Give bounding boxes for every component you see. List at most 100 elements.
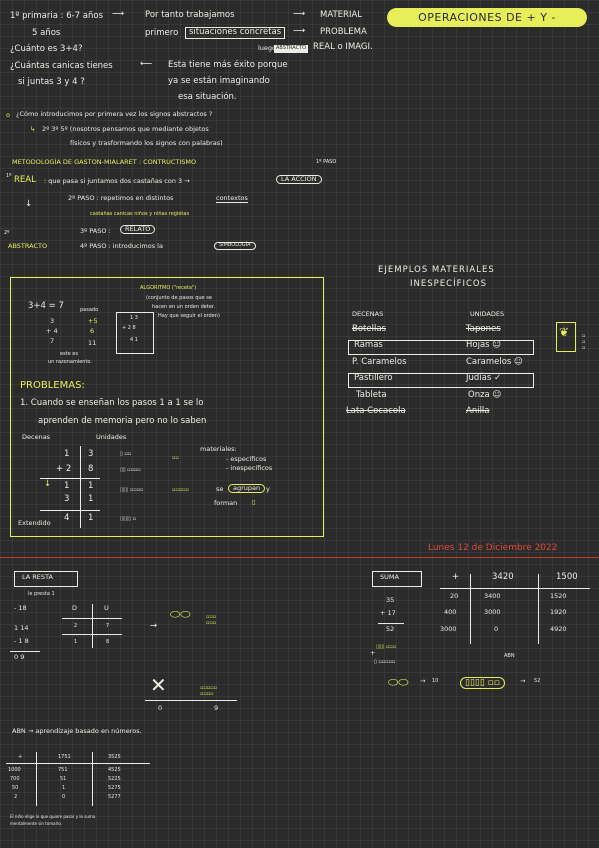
- arrow-down-icon: ↓: [25, 199, 33, 209]
- arrow-icon: →: [520, 677, 526, 685]
- resta-bottom-1: 9: [214, 704, 219, 712]
- real-label: REAL: [14, 175, 36, 185]
- especificos-label: - específicos: [226, 455, 267, 463]
- boxed-sum-0: 1 3: [130, 315, 138, 321]
- abn-header-1: 1751: [58, 754, 71, 760]
- block-icon: ▯▯▯ ▫▫▫▫: [120, 487, 144, 493]
- col-decenas: DECENAS: [352, 310, 384, 318]
- resta-du-0: 2: [74, 623, 78, 629]
- step1-num: 1º PASO: [316, 159, 337, 165]
- resta-du-2: 1: [74, 639, 78, 645]
- grid-left-4: 4: [64, 513, 70, 523]
- abn-header-2: 3525: [108, 754, 121, 760]
- pasado-label: pasado: [80, 307, 99, 313]
- unidades-label: Unidades: [96, 433, 127, 441]
- bullet-icon: o: [6, 111, 10, 119]
- resta-op-3: 0 9: [14, 653, 25, 661]
- algorithm-title: ALGORITMO ("receta"): [140, 285, 197, 291]
- col-a-0: 3: [50, 317, 55, 325]
- block-icon: ▯▯ ▫▫▫▫: [120, 467, 141, 473]
- step-num: 1º: [6, 173, 12, 179]
- examples-text: castañas canicas niños y niñas regletas: [90, 211, 190, 217]
- grid-right-0: 3: [88, 449, 94, 459]
- abn-note-2: mentalmente sin tomarlo.: [10, 821, 62, 826]
- abn-header-0: +: [18, 754, 23, 760]
- se-label: se: [216, 485, 224, 493]
- question-two-b: si juntas 3 y 4 ?: [18, 77, 85, 87]
- step-num: 2º: [4, 230, 10, 236]
- abn-row-1-0: 700: [10, 776, 20, 782]
- col-b-0: +5: [88, 317, 98, 325]
- col-unidades: UNIDADES: [470, 310, 505, 318]
- abn-row-0-1: 751: [58, 767, 68, 773]
- leaf-box: [556, 322, 576, 352]
- inespecificos-label: - inespecíficos: [226, 464, 273, 472]
- abn-note-1: El niño elige lo que quiere pasar y lo s…: [10, 814, 96, 819]
- problem-line-1: 1. Cuando se enseñan los pasos 1 a 1 se …: [20, 398, 204, 408]
- block-icon: ▫▫▫▫▫▫: [206, 614, 217, 626]
- grid-divider: [80, 446, 81, 528]
- material-row-5-d: Lata Cocacola: [346, 406, 406, 416]
- suma-vertical-0: 35: [386, 596, 395, 604]
- resta-divider: [92, 604, 93, 648]
- arrow-icon: →: [420, 677, 426, 685]
- algorithm-panel: [10, 277, 324, 537]
- suma-row-1-2: 1920: [550, 608, 567, 616]
- suma-result-left: 10: [432, 678, 439, 684]
- esta-line-1: Esta tiene más éxito porque: [168, 60, 288, 70]
- grid-right-3: 1: [88, 494, 94, 504]
- suma-row-2-2: 4920: [550, 625, 567, 633]
- resta-col-u: U: [104, 604, 109, 612]
- block-icon: ▫▫▫▫▫: [172, 487, 189, 493]
- suma-header-0: +: [452, 572, 460, 582]
- grid-left-3: 3: [64, 494, 70, 504]
- grid-left-2: 1: [64, 481, 70, 491]
- resta-line: [145, 700, 237, 701]
- abn-row-3-0: 2: [14, 794, 18, 800]
- algorithm-def-2: hacen en un orden deter.: [152, 304, 216, 310]
- resta-op-1: 1 14: [14, 624, 29, 632]
- esta-line-3: esa situación.: [178, 92, 237, 102]
- abn-row-0-0: 1000: [8, 767, 21, 773]
- suma-abn-label: ABN: [504, 653, 515, 659]
- block-icon: ▯▯▯▯ ▫: [120, 516, 136, 522]
- block-icon: ▯ ▫▫▫▫▫: [374, 659, 396, 665]
- col-a-2: 7: [50, 337, 55, 345]
- resta-note: le presta 1: [28, 591, 55, 597]
- grid-right-1: 8: [88, 464, 94, 474]
- plus-sign: +: [370, 649, 376, 657]
- step4-text: 4º PASO : introducimos la: [80, 242, 163, 250]
- method-heading: METODOLOGÍA DE GASTON-MIALARET : CONTRUC…: [12, 158, 197, 166]
- real-imag-label: REAL o IMAGI.: [313, 42, 373, 52]
- step3-text: 3º PASO :: [80, 227, 111, 235]
- este-es-label: este es: [60, 351, 78, 357]
- block-icon: ▯▯▯ ▫▫▫: [376, 644, 397, 650]
- material-row-3-u: Judías ✓: [466, 373, 502, 383]
- material-row-2-u: Caramelos ☺: [466, 357, 523, 367]
- signs-answer-2: físicos y trasformando los signos con pa…: [70, 139, 223, 147]
- primero-text: primero: [145, 28, 179, 38]
- arrow-icon: ↳: [30, 125, 36, 133]
- bundle-result: ▯▯▯▯ ▫▫: [460, 677, 505, 690]
- section-divider: [0, 557, 599, 558]
- arrow-icon: ⟶: [112, 9, 125, 19]
- suma-box: [372, 571, 422, 587]
- problem-line-2: aprenden de memoria pero no lo saben: [38, 416, 207, 426]
- resta-col-d: D: [72, 604, 78, 612]
- resta-op-2: - 1 8: [14, 637, 29, 645]
- abn-table-divider: [92, 752, 93, 806]
- suma-row-1-1: 3000: [484, 608, 501, 616]
- resta-op-0: - 18: [14, 604, 27, 612]
- razonamiento-label: un razonamiento.: [48, 359, 92, 365]
- contextos-text: contextos: [216, 194, 248, 204]
- signs-answer-1: 2º 3º 5º (nosotros pensamos que mediante…: [42, 125, 209, 133]
- materials-title-2: INESPECÍFICOS: [410, 279, 487, 289]
- y-label: y: [266, 485, 270, 493]
- suma-table-divider: [538, 574, 539, 644]
- abstracto-tag: ABSTRACTO: [274, 45, 309, 53]
- col-a-1: + 4: [46, 327, 58, 335]
- suma-result-right: 52: [534, 678, 541, 684]
- resta-line: [62, 634, 122, 635]
- step2-text: 2º PASO : repetimos en distintos: [68, 194, 174, 202]
- material-row-2-d: P. Caramelos: [352, 357, 407, 367]
